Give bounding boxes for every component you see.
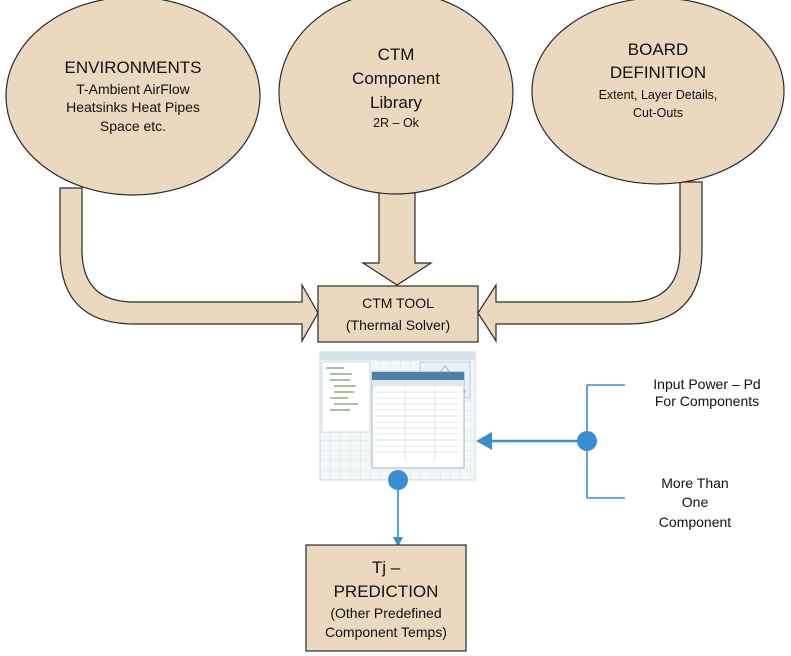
board-line3: Extent, Layer Details,: [599, 88, 718, 102]
multi-component-line1: More Than: [661, 475, 728, 491]
ctm-tool-box: CTM TOOL (Thermal Solver): [317, 285, 479, 343]
environments-line3: Space etc.: [100, 118, 166, 134]
environments-line1: T-Ambient AirFlow: [76, 81, 190, 97]
ctm-library-arrow: [360, 189, 434, 286]
ctm-library-line3: Library: [370, 93, 422, 112]
prediction-box: Tj – PREDICTION (Other Predefined Compon…: [305, 544, 467, 652]
board-line2: DEFINITION: [610, 63, 706, 82]
ctm-library-bubble: CTM Component Library 2R – Ok: [278, 0, 514, 286]
environments-bubble: ENVIRONMENTS T-Ambient AirFlow Heatsinks…: [5, 0, 319, 344]
input-junction-dot: [577, 431, 597, 451]
board-line4: Cut-Outs: [633, 106, 683, 120]
environments-arrow: [59, 187, 319, 344]
environments-title: ENVIRONMENTS: [65, 58, 202, 77]
ctm-tool-line2: (Thermal Solver): [346, 317, 450, 333]
ctm-tool-line1: CTM TOOL: [362, 295, 434, 311]
ctm-library-line1: CTM: [378, 45, 415, 64]
prediction-line2: PREDICTION: [334, 582, 439, 601]
solver-screenshot-icon: [319, 351, 476, 481]
input-power-line1: Input Power – Pd: [653, 376, 760, 392]
ctm-library-ellipse: [278, 0, 514, 195]
input-power-line2: For Components: [655, 393, 759, 409]
board-ellipse: [531, 0, 785, 185]
prediction-line4: Component Temps): [325, 624, 447, 640]
board-arrow: [477, 181, 703, 344]
board-line1: BOARD: [628, 40, 688, 59]
board-bubble: BOARD DEFINITION Extent, Layer Details, …: [477, 0, 785, 344]
output-connector: [388, 470, 408, 547]
ctm-library-line4: 2R – Ok: [373, 116, 420, 130]
ctm-library-line2: Component: [352, 69, 440, 88]
prediction-line3: (Other Predefined: [330, 605, 441, 621]
environments-ellipse: [5, 0, 261, 196]
environments-line2: Heatsinks Heat Pipes: [66, 99, 200, 115]
multi-component-line2: One: [682, 494, 709, 510]
multi-component-line3: Component: [659, 514, 731, 530]
prediction-line1: Tj –: [372, 558, 401, 577]
input-connector: [476, 384, 625, 499]
